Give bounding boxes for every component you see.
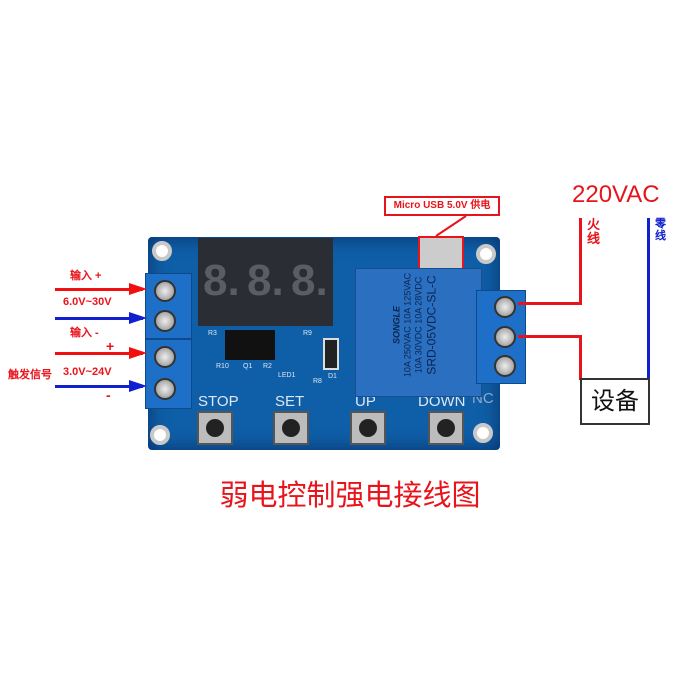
trigger-minus-arrow (55, 380, 147, 392)
trigger-label: 触发信号 (8, 369, 52, 381)
set-button[interactable] (273, 411, 309, 445)
silk-r3: R3 (208, 330, 217, 337)
input-plus-arrow (55, 283, 147, 295)
live-wire (579, 218, 582, 305)
neutral-label: 零线 (655, 218, 666, 242)
relay-markings: SONGLE 10A 250VAC 10A 125VAC 10A 30VDC 1… (392, 273, 439, 377)
silk-r9: R9 (303, 330, 312, 337)
device-box: 设备 (580, 378, 650, 425)
silk-r10: R10 (216, 363, 229, 370)
usb-pointer-line (435, 215, 467, 237)
live-label: 火线 (587, 217, 601, 246)
down-label: DOWN (418, 393, 466, 410)
relay-output-terminal (476, 290, 526, 384)
mount-hole (152, 241, 172, 261)
silk-q1: Q1 (243, 363, 253, 370)
neutral-wire (647, 218, 650, 380)
display-digit: 8. (247, 256, 284, 305)
mount-hole (150, 425, 170, 445)
down-button[interactable] (428, 411, 464, 445)
relay-model: SRD-05VDC-SL-C (424, 275, 439, 375)
diode-d1 (323, 338, 339, 370)
trigger-range-label: 3.0V~24V (63, 366, 112, 378)
usb-label-box: Micro USB 5.0V 供电 (384, 196, 500, 216)
micro-usb-port[interactable] (418, 236, 464, 272)
input-plus-label: 输入 + (70, 270, 102, 282)
relay-rating-2: 10A 30VDC 10A 28VDC (413, 276, 424, 374)
input-minus-arrow (55, 312, 147, 324)
silk-d1: D1 (328, 373, 337, 380)
relay (355, 268, 482, 397)
trigger-minus-label: - (106, 387, 111, 403)
set-label: SET (275, 393, 305, 410)
relay-brand: SONGLE (391, 306, 402, 345)
voltage-label: 220VAC (572, 181, 660, 208)
diagram-caption: 弱电控制强电接线图 (219, 480, 481, 512)
stop-label: STOP (198, 393, 239, 410)
load-wire (518, 335, 582, 338)
trigger-plus-arrow (55, 347, 147, 359)
relay-rating-1: 10A 250VAC 10A 125VAC (402, 272, 413, 378)
silk-r8: R8 (313, 378, 322, 385)
display-digit: 8. (291, 256, 328, 305)
live-wire-horizontal (518, 302, 582, 305)
display-digit: 8. (203, 256, 240, 305)
up-label: UP (355, 393, 376, 410)
silk-led1: LED1 (278, 372, 296, 379)
silk-r2: R2 (263, 363, 272, 370)
input-minus-label: 输入 - (70, 327, 99, 339)
power-input-terminal (145, 273, 192, 339)
trigger-input-terminal (145, 339, 192, 409)
up-button[interactable] (350, 411, 386, 445)
mount-hole (473, 423, 493, 443)
mount-hole (476, 244, 496, 264)
trigger-plus-label: + (106, 338, 115, 354)
optocoupler-chip (225, 330, 275, 360)
stop-button[interactable] (197, 411, 233, 445)
seven-segment-display: 8. 8. 8. (198, 238, 333, 326)
load-wire-vertical (579, 335, 582, 380)
input-range-label: 6.0V~30V (63, 296, 112, 308)
